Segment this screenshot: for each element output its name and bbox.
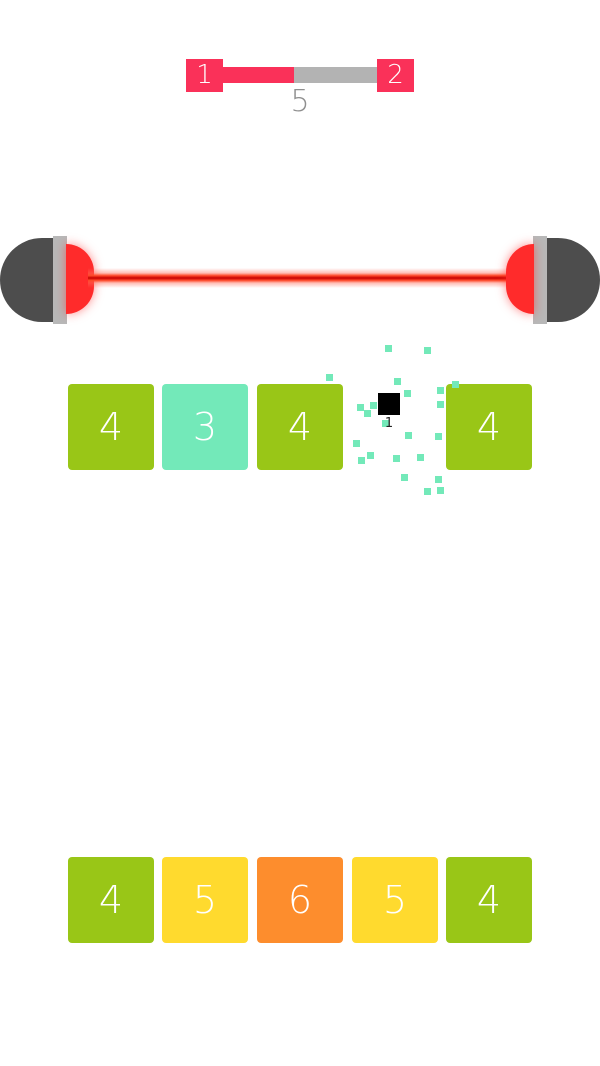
- shard-particle: [401, 474, 408, 481]
- player-ball[interactable]: [378, 393, 400, 415]
- level-progress-bar: [222, 67, 378, 83]
- laser-emitter-right: [500, 236, 600, 324]
- shard-particle: [437, 401, 444, 408]
- emitter-housing: [0, 238, 62, 322]
- laser-emitter-left: [0, 236, 100, 324]
- shard-particle: [382, 420, 389, 427]
- shard-particle: [358, 457, 365, 464]
- block-tile: 3: [162, 384, 248, 470]
- shard-particle: [353, 440, 360, 447]
- shard-particle: [394, 378, 401, 385]
- shard-particle: [437, 387, 444, 394]
- block-tile: 5: [352, 857, 438, 943]
- shard-particle: [364, 410, 371, 417]
- shard-particle: [367, 452, 374, 459]
- current-level-badge: 1: [186, 59, 223, 92]
- shard-particle: [404, 390, 411, 397]
- block-tile: 4: [446, 857, 532, 943]
- emitter-lens: [506, 244, 534, 314]
- laser-beam: [88, 268, 512, 288]
- shard-particle: [417, 454, 424, 461]
- level-progress-fill: [222, 67, 294, 83]
- emitter-ring: [53, 236, 67, 324]
- block-tile: 5: [162, 857, 248, 943]
- shard-particle: [357, 404, 364, 411]
- shard-particle: [370, 402, 377, 409]
- shard-particle: [393, 455, 400, 462]
- emitter-ring: [533, 236, 547, 324]
- shard-particle: [452, 381, 459, 388]
- shard-particle: [435, 476, 442, 483]
- block-tile: 4: [68, 857, 154, 943]
- shard-particle: [424, 347, 431, 354]
- shard-particle: [437, 487, 444, 494]
- shard-particle: [326, 374, 333, 381]
- shard-particle: [435, 433, 442, 440]
- shard-particle: [424, 488, 431, 495]
- block-tile: 4: [257, 384, 343, 470]
- shard-particle: [405, 432, 412, 439]
- block-tile: 4: [446, 384, 532, 470]
- block-tile: 4: [68, 384, 154, 470]
- emitter-housing: [538, 238, 600, 322]
- score-counter: 5: [290, 84, 310, 119]
- next-level-badge: 2: [377, 59, 414, 92]
- block-tile: 6: [257, 857, 343, 943]
- ball-count-label: 1: [384, 416, 394, 431]
- shard-particle: [385, 345, 392, 352]
